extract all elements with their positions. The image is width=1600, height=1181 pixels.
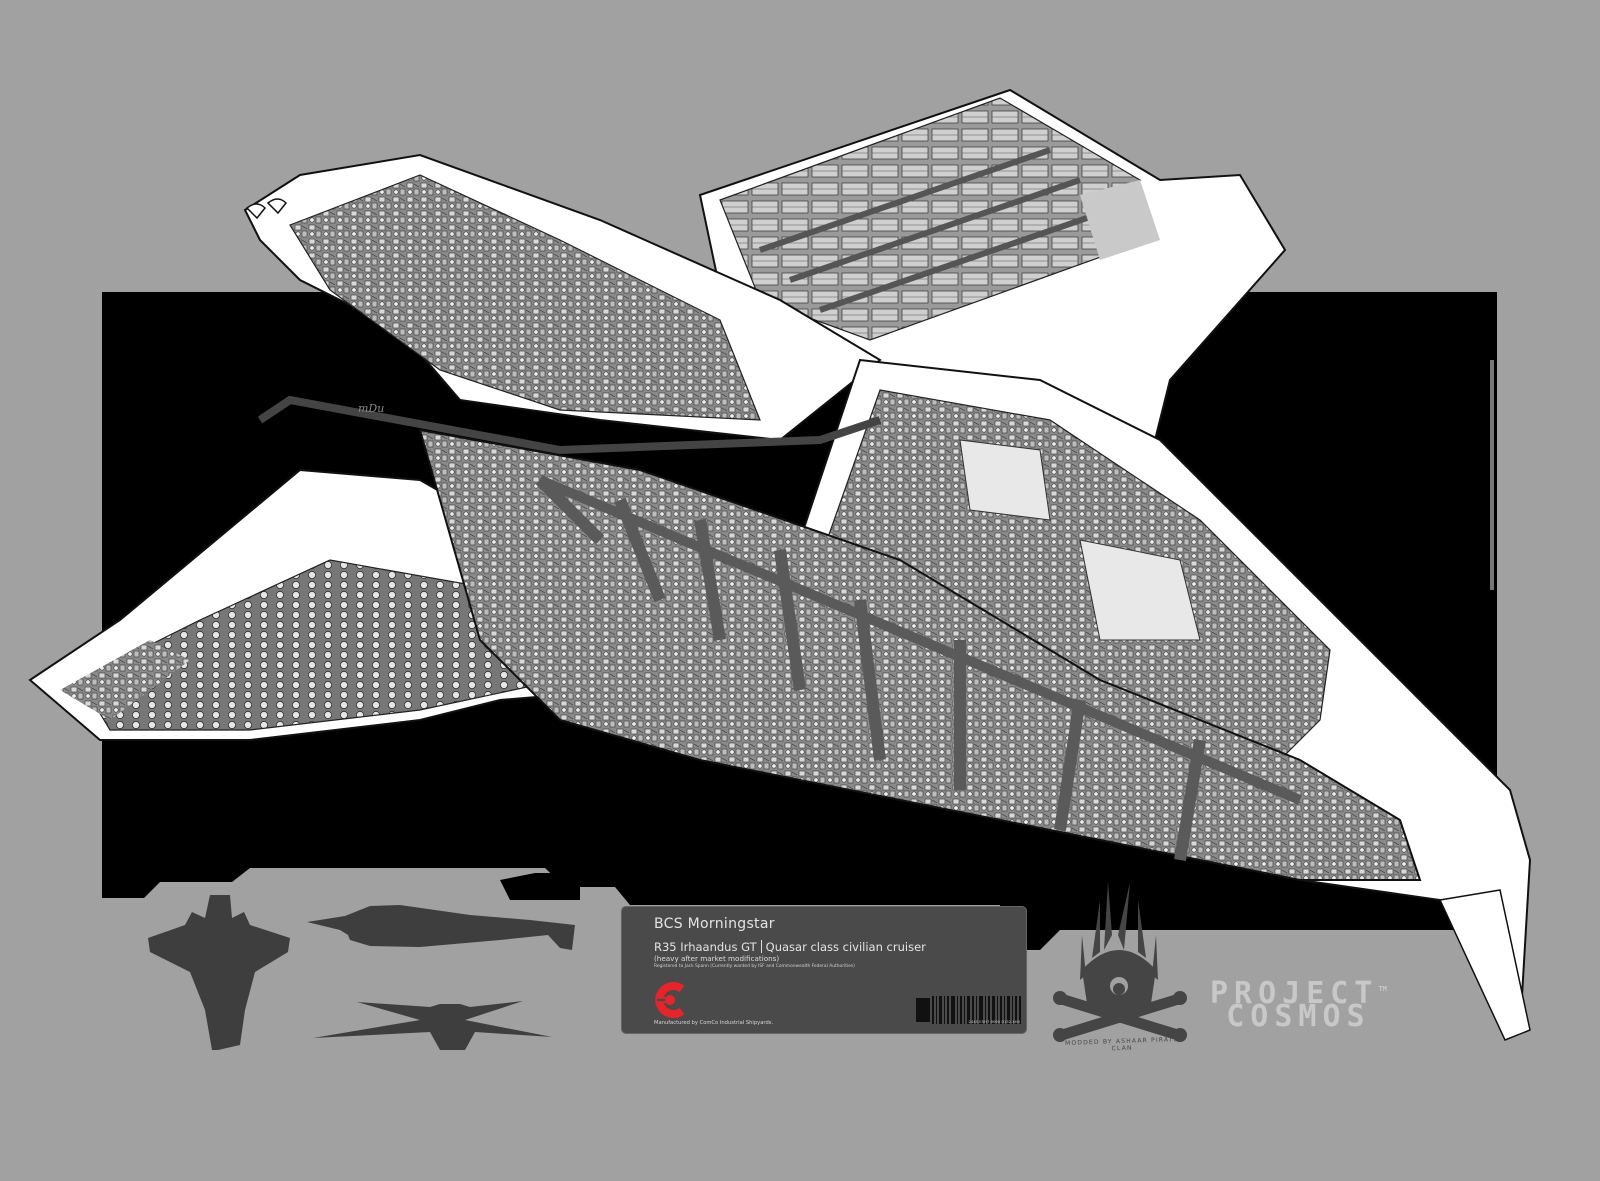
ship-front-silhouette-icon [313, 1001, 552, 1050]
barcode-icon [916, 996, 1021, 1024]
ship-model-line: R35 Irhaandus GT Quasar class civilian cr… [654, 940, 926, 954]
ship-class: Quasar class civilian cruiser [765, 940, 926, 954]
ship-top-silhouette-icon [148, 895, 290, 1050]
comco-logo-icon [654, 982, 685, 1018]
logo-line-2: COSMOS [1226, 999, 1371, 1034]
trademark: TM [1378, 985, 1387, 993]
registration-note: Registered to Jack Spann (Currently want… [654, 964, 855, 969]
ship-side-silhouette-icon [307, 905, 575, 950]
manufacturer-note: Manufactured by ComCo Industrial Shipyar… [654, 1020, 774, 1026]
barcode-id: 2445 E5H7 0090 0132 4H0 [968, 1019, 1020, 1024]
project-cosmos-logo: PROJECTTM COSMOS [1210, 979, 1387, 1034]
ship-model: R35 Irhaandus GT [654, 940, 757, 954]
ship-name: BCS Morningstar [654, 916, 775, 932]
modifications-note: (heavy after market modifications) [654, 954, 780, 963]
ship-info-panel: BCS Morningstar R35 Irhaandus GT Quasar c… [622, 907, 1026, 1033]
divider [760, 940, 762, 953]
artist-signature: mDu [358, 402, 385, 415]
logo-line-1: PROJECT [1210, 976, 1379, 1011]
